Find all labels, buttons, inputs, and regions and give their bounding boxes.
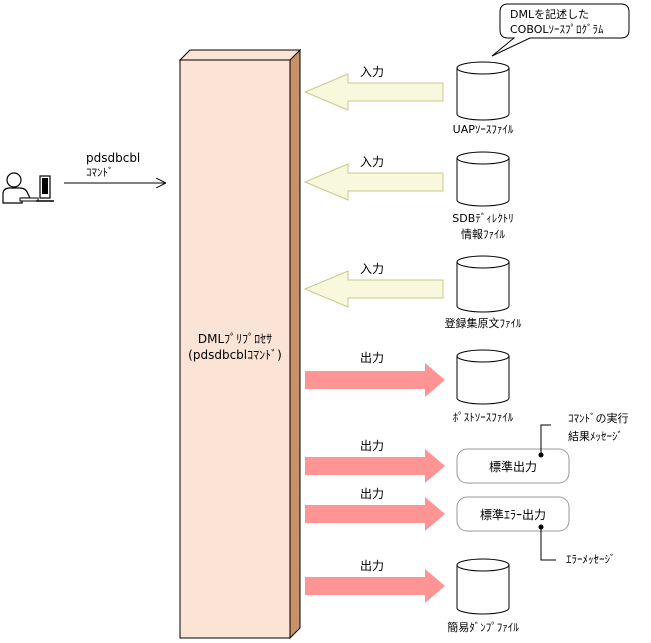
sdb-directory-file-cylinder (456, 151, 510, 207)
output-label-post-source: 出力 (360, 351, 384, 365)
output-arrow-dump (305, 569, 445, 603)
output-arrow-stderr (305, 497, 445, 531)
source-program-callout (491, 3, 630, 57)
uap-source-file-cylinder (456, 61, 510, 121)
input-label-uap: 入力 (360, 65, 384, 79)
stderr-note-dot (538, 524, 544, 530)
stderr-note: ｴﾗｰﾒｯｾｰｼﾞ (566, 553, 616, 566)
preprocessor-label-line2: (pdsdbcblｺﾏﾝﾄﾞ) (188, 348, 282, 362)
stdout-note-line2: 結果ﾒｯｾｰｼﾞ (568, 429, 623, 443)
simple-dump-file-label: 簡易ﾀﾞﾝﾌﾟﾌｧｲﾙ (447, 620, 519, 634)
sdb-directory-file-label-line2: 情報ﾌｧｲﾙ (461, 228, 505, 241)
output-arrow-stdout (305, 449, 445, 483)
stdout-label: 標準出力 (489, 459, 537, 474)
input-label-copylib: 入力 (360, 262, 384, 276)
stdout-note-line1: ｺﾏﾝﾄﾞの実行 (568, 411, 629, 425)
user-terminal-icon (2, 172, 54, 204)
output-arrow-post-source (305, 363, 445, 397)
simple-dump-file-cylinder (456, 558, 510, 615)
stdout-note-leader (540, 424, 551, 455)
input-label-sdb: 入力 (360, 155, 384, 169)
stderr-box (456, 496, 570, 532)
copy-library-file-cylinder (456, 255, 510, 313)
sdb-directory-file-label-line1: SDBﾃﾞｨﾚｸﾄﾘ (452, 212, 514, 225)
output-label-dump: 出力 (360, 559, 384, 573)
callout-line2: COBOLｿｰｽﾌﾟﾛｸﾞﾗﾑ (510, 23, 604, 36)
command-label-line2: ｺﾏﾝﾄﾞ (86, 166, 114, 179)
input-arrow-sdb (303, 163, 444, 201)
post-source-file-cylinder (456, 349, 510, 405)
preprocessor-box (178, 48, 302, 640)
callout-line1: DMLを記述した (510, 7, 589, 21)
stderr-label: 標準ｴﾗｰ出力 (480, 507, 546, 522)
copy-library-file-label: 登録集原文ﾌｧｲﾙ (445, 316, 522, 330)
stdout-note-dot (538, 452, 544, 458)
input-arrow-uap (303, 73, 444, 111)
preprocessor-label-line1: DMLﾌﾟﾘﾌﾟﾛｾｻ (198, 332, 272, 346)
uap-source-file-label: UAPｿｰｽﾌｧｲﾙ (453, 123, 514, 136)
post-source-file-label: ﾎﾟｽﾄｿｰｽﾌｧｲﾙ (453, 411, 514, 424)
output-label-stdout: 出力 (360, 439, 384, 453)
stderr-note-leader (540, 527, 556, 561)
command-label-line1: pdsdbcbl (86, 151, 140, 165)
input-arrow-copylib (303, 270, 444, 308)
output-label-stderr: 出力 (360, 487, 384, 501)
